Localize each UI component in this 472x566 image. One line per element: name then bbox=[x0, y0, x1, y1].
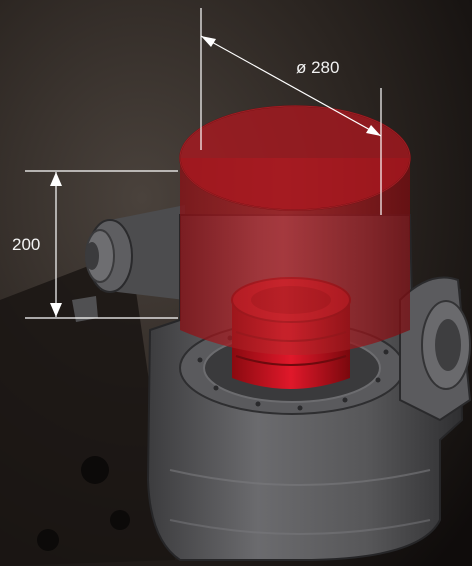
dimension-diameter bbox=[200, 8, 382, 215]
background-bolt bbox=[37, 529, 59, 551]
arrowhead bbox=[366, 125, 381, 136]
arrowhead bbox=[50, 303, 62, 317]
side-flange-left bbox=[72, 205, 185, 322]
workspace-envelope-cylinder bbox=[179, 105, 411, 355]
height-label: 200 bbox=[12, 235, 40, 254]
diameter-dimension-line bbox=[200, 35, 382, 137]
arrowhead bbox=[50, 172, 62, 186]
side-boss-right bbox=[399, 276, 472, 422]
dimension-height bbox=[25, 170, 178, 319]
background-bolt bbox=[110, 510, 130, 530]
arrowhead bbox=[201, 36, 216, 47]
diameter-label: ø 280 bbox=[296, 58, 339, 77]
background-machine-arm bbox=[0, 250, 175, 566]
background-bolt bbox=[81, 456, 109, 484]
